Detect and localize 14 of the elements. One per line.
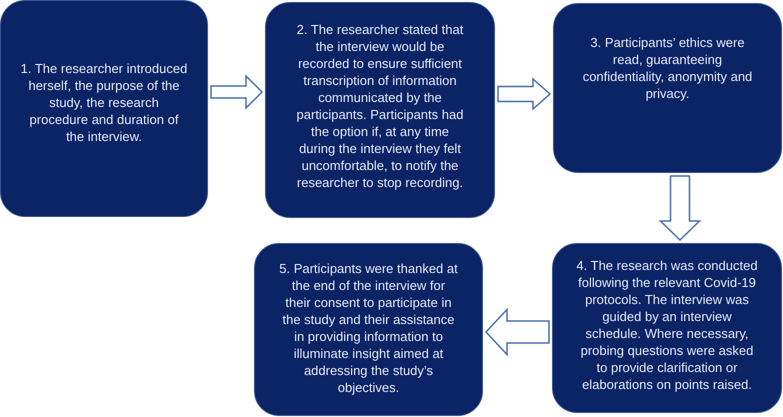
process-box xyxy=(0,0,208,217)
block-arrow xyxy=(210,74,264,110)
block-arrow xyxy=(497,77,552,111)
step-text: 3. Participants’ ethics were read, guaranteeing confidentiality, anonymity and privacy. xyxy=(582,34,754,102)
process-box xyxy=(552,243,782,413)
step-text: 5. Participants were thanked at the end of the interview for their consent to participate in the study and their assistance in providing information to illuminate insight aimed at addressing the study’s objectives. xyxy=(278,260,458,396)
step-text: 2. The researcher stated that the interview would be recorded to ensure sufficient transcription of information communicated by the participants. Participants had the option if, at any time during the interview they felt uncomfortable, to notify the researcher to stop recording. xyxy=(296,21,464,191)
block-arrow xyxy=(484,308,550,356)
block-arrow xyxy=(658,175,702,242)
process-box xyxy=(254,243,483,416)
step-text: 1. The researcher introduced herself, the purpose of the study, the research procedure and duration of the interview. xyxy=(20,60,188,145)
process-box xyxy=(265,2,495,218)
step-text: 4. The research was conducted following the relevant Covid-19 protocols. The interview was guided by an interview schedule. Where necessary, probing questions were asked to provide clarification or elaborations on points raised. xyxy=(575,257,759,393)
process-box xyxy=(553,3,782,173)
